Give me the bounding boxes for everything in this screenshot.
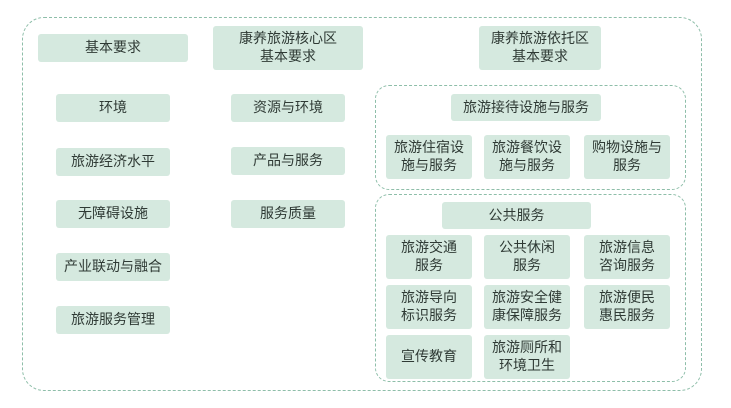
outer-container <box>22 17 702 391</box>
information-consulting-service: 旅游信息 咨询服务 <box>584 235 670 279</box>
toilet-sanitation: 旅游厕所和 环境卫生 <box>484 335 570 379</box>
col1-header: 基本要求 <box>38 34 188 62</box>
reception-facilities-group <box>375 85 686 190</box>
col2-item-resources: 资源与环境 <box>231 94 345 122</box>
col2-header: 康养旅游核心区 基本要求 <box>213 26 363 70</box>
convenience-service: 旅游便民 惠民服务 <box>584 285 670 329</box>
lodging-facilities: 旅游住宿设 施与服务 <box>386 135 472 179</box>
col1-item-environment: 环境 <box>56 94 170 122</box>
public-services-title: 公共服务 <box>442 202 591 229</box>
col1-header-label: 基本要求 <box>85 40 141 56</box>
shopping-facilities: 购物设施与 服务 <box>584 135 670 179</box>
col1-item-service-management: 旅游服务管理 <box>56 306 170 334</box>
col2-item-products: 产品与服务 <box>231 147 345 175</box>
public-services-group <box>375 194 686 382</box>
col3-header: 康养旅游依托区 基本要求 <box>479 26 601 70</box>
safety-health-service: 旅游安全健 康保障服务 <box>484 285 570 329</box>
col1-item-accessibility: 无障碍设施 <box>56 200 170 228</box>
transport-service: 旅游交通 服务 <box>386 235 472 279</box>
col1-item-industry-integration: 产业联动与融合 <box>56 253 170 281</box>
dining-facilities: 旅游餐饮设 施与服务 <box>484 135 570 179</box>
col2-item-quality: 服务质量 <box>231 200 345 228</box>
col1-item-economy: 旅游经济水平 <box>56 148 170 176</box>
guidance-signage-service: 旅游导向 标识服务 <box>386 285 472 329</box>
reception-facilities-title: 旅游接待设施与服务 <box>451 94 601 121</box>
publicity-education: 宣传教育 <box>386 335 472 379</box>
public-leisure-service: 公共休闲 服务 <box>484 235 570 279</box>
